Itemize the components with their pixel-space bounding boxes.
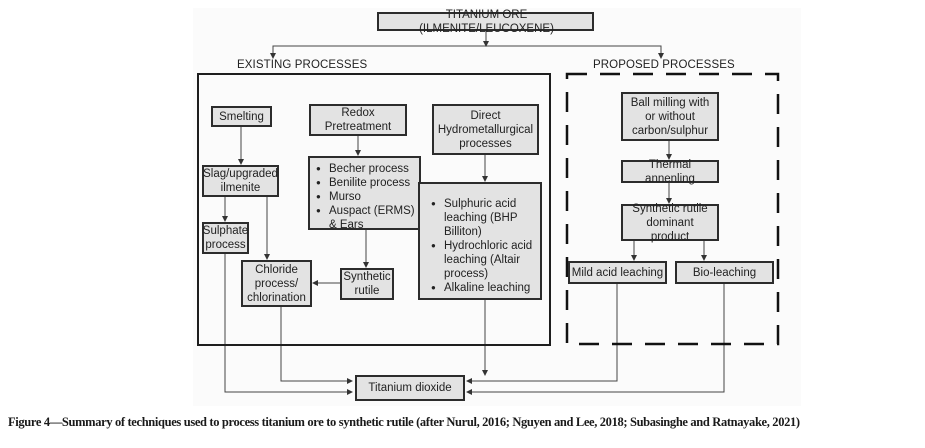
figure-caption: Figure 4—Summary of techniques used to p… [8, 415, 800, 429]
thermal-annealing-node: Thermal annenling [621, 159, 719, 185]
redox-process-list: Becher process Benilite process Murso Au… [308, 156, 421, 232]
redox-list-item: Auspact (ERMS) & Ears [315, 204, 419, 232]
synthetic-rutile-dominant-product-node: Synthetic rutile dominant product [621, 203, 719, 243]
chloride-process-node: Chloride process/ chlorination [241, 260, 312, 307]
redox-pretreatment-node: Redox Pretreatment [309, 104, 407, 136]
titanium-ore-node: TITANIUM ORE (ILMENITE/LEUCOXENE) [377, 9, 594, 35]
slag-upgraded-ilmenite-node: Slag/upgraded ilmenite [202, 165, 279, 197]
redox-list-item: Murso [315, 190, 419, 204]
hydro-list-item: Alkaline leaching [430, 281, 536, 295]
hydro-list-item: Sulphuric acid leaching (BHP Billiton) [430, 197, 526, 239]
hydro-list-item: Hydrochloric acid leaching (Altair proce… [430, 239, 536, 281]
bio-leaching-node: Bio-leaching [675, 261, 774, 284]
hydrometallurgical-process-list: Sulphuric acid leaching (BHP Billiton) H… [418, 182, 542, 300]
existing-processes-frame [197, 73, 551, 346]
sulphate-process-node: Sulphate process [202, 222, 249, 254]
direct-hydrometallurgical-node: Direct Hydrometallurgical processes [432, 104, 539, 155]
redox-list-item: Benilite process [315, 176, 419, 190]
smelting-node: Smelting [211, 106, 272, 127]
mild-acid-leaching-node: Mild acid leaching [568, 261, 667, 284]
titanium-dioxide-node: Titanium dioxide [355, 375, 465, 401]
existing-processes-label: EXISTING PROCESSES [237, 59, 368, 71]
synthetic-rutile-node: Synthetic rutile [340, 268, 394, 300]
proposed-processes-label: PROPOSED PROCESSES [593, 59, 735, 71]
ball-milling-node: Ball milling with or without carbon/sulp… [621, 92, 719, 141]
redox-list-item: Becher process [315, 162, 419, 176]
